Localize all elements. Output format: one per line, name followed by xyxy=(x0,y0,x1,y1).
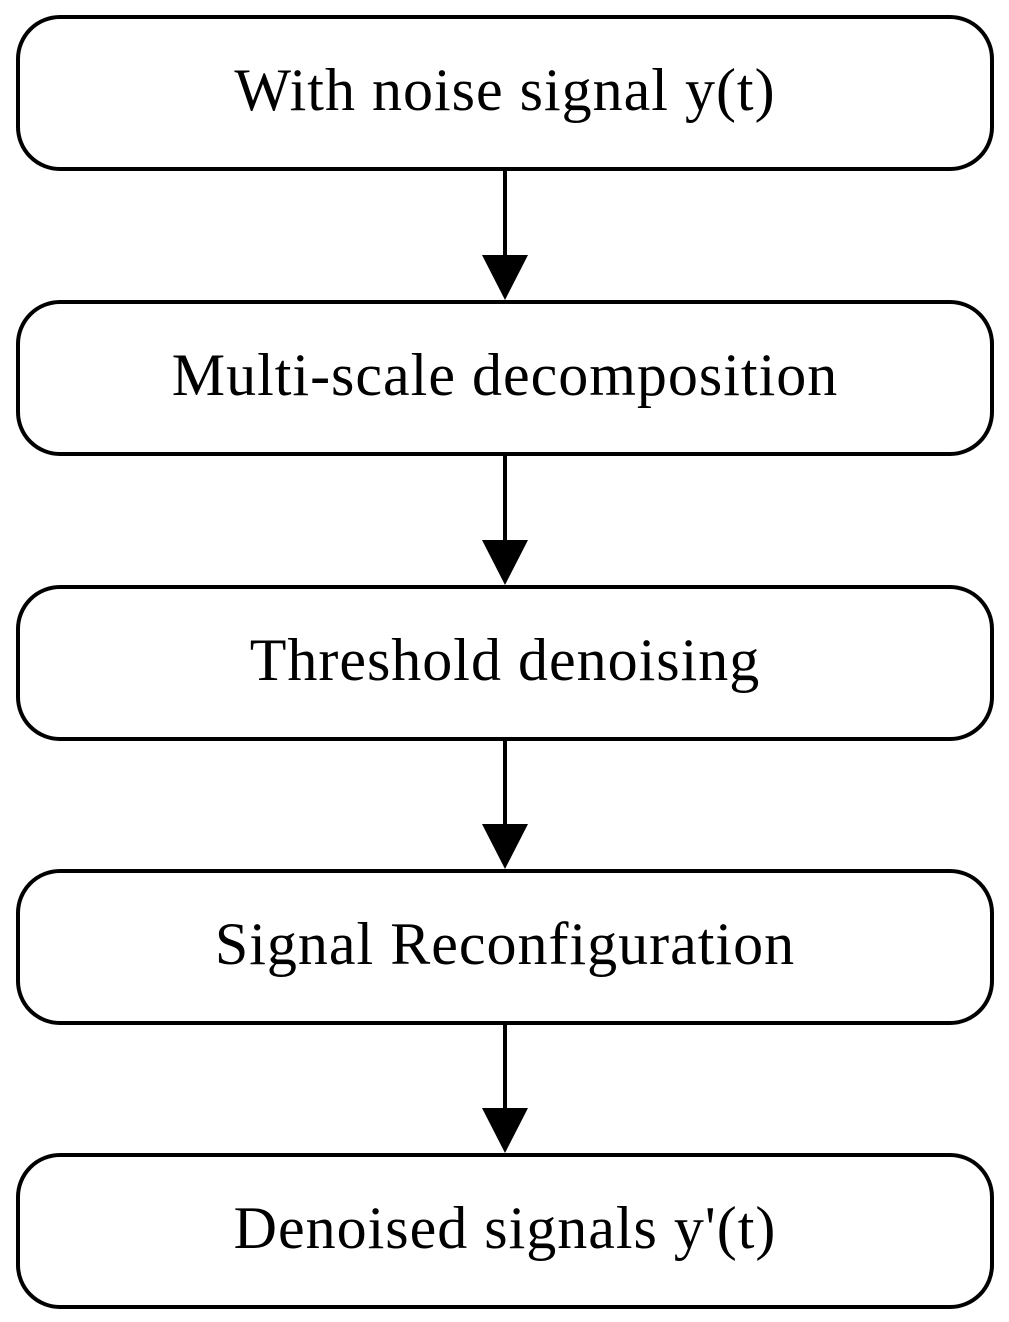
flowchart-node-noisy-signal: With noise signal y(t) xyxy=(16,15,994,171)
arrow-down-icon xyxy=(482,540,528,585)
arrow-line xyxy=(503,170,507,255)
flowchart-node-denoised-signals: Denoised signals y'(t) xyxy=(16,1153,994,1309)
node-label-signal-reconfiguration: Signal Reconfiguration xyxy=(214,911,796,977)
flow-arrow-2 xyxy=(482,455,528,585)
flowchart-node-multi-scale-decomposition: Multi-scale decomposition xyxy=(16,300,994,456)
flowchart-node-threshold-denoising: Threshold denoising xyxy=(16,585,994,741)
arrow-down-icon xyxy=(482,824,528,869)
node-label-multi-scale-decomposition: Multi-scale decomposition xyxy=(171,342,839,408)
arrow-line xyxy=(503,738,507,824)
arrow-line xyxy=(503,1024,507,1108)
node-label-denoised-signals: Denoised signals y'(t) xyxy=(233,1195,777,1261)
node-label-noisy-signal: With noise signal y(t) xyxy=(234,57,776,123)
arrow-line xyxy=(503,455,507,540)
node-label-threshold-denoising: Threshold denoising xyxy=(249,627,761,693)
flow-arrow-1 xyxy=(482,170,528,300)
arrow-down-icon xyxy=(482,255,528,300)
flow-arrow-3 xyxy=(482,738,528,869)
flowchart-node-signal-reconfiguration: Signal Reconfiguration xyxy=(16,869,994,1025)
flow-arrow-4 xyxy=(482,1024,528,1153)
arrow-down-icon xyxy=(482,1108,528,1153)
